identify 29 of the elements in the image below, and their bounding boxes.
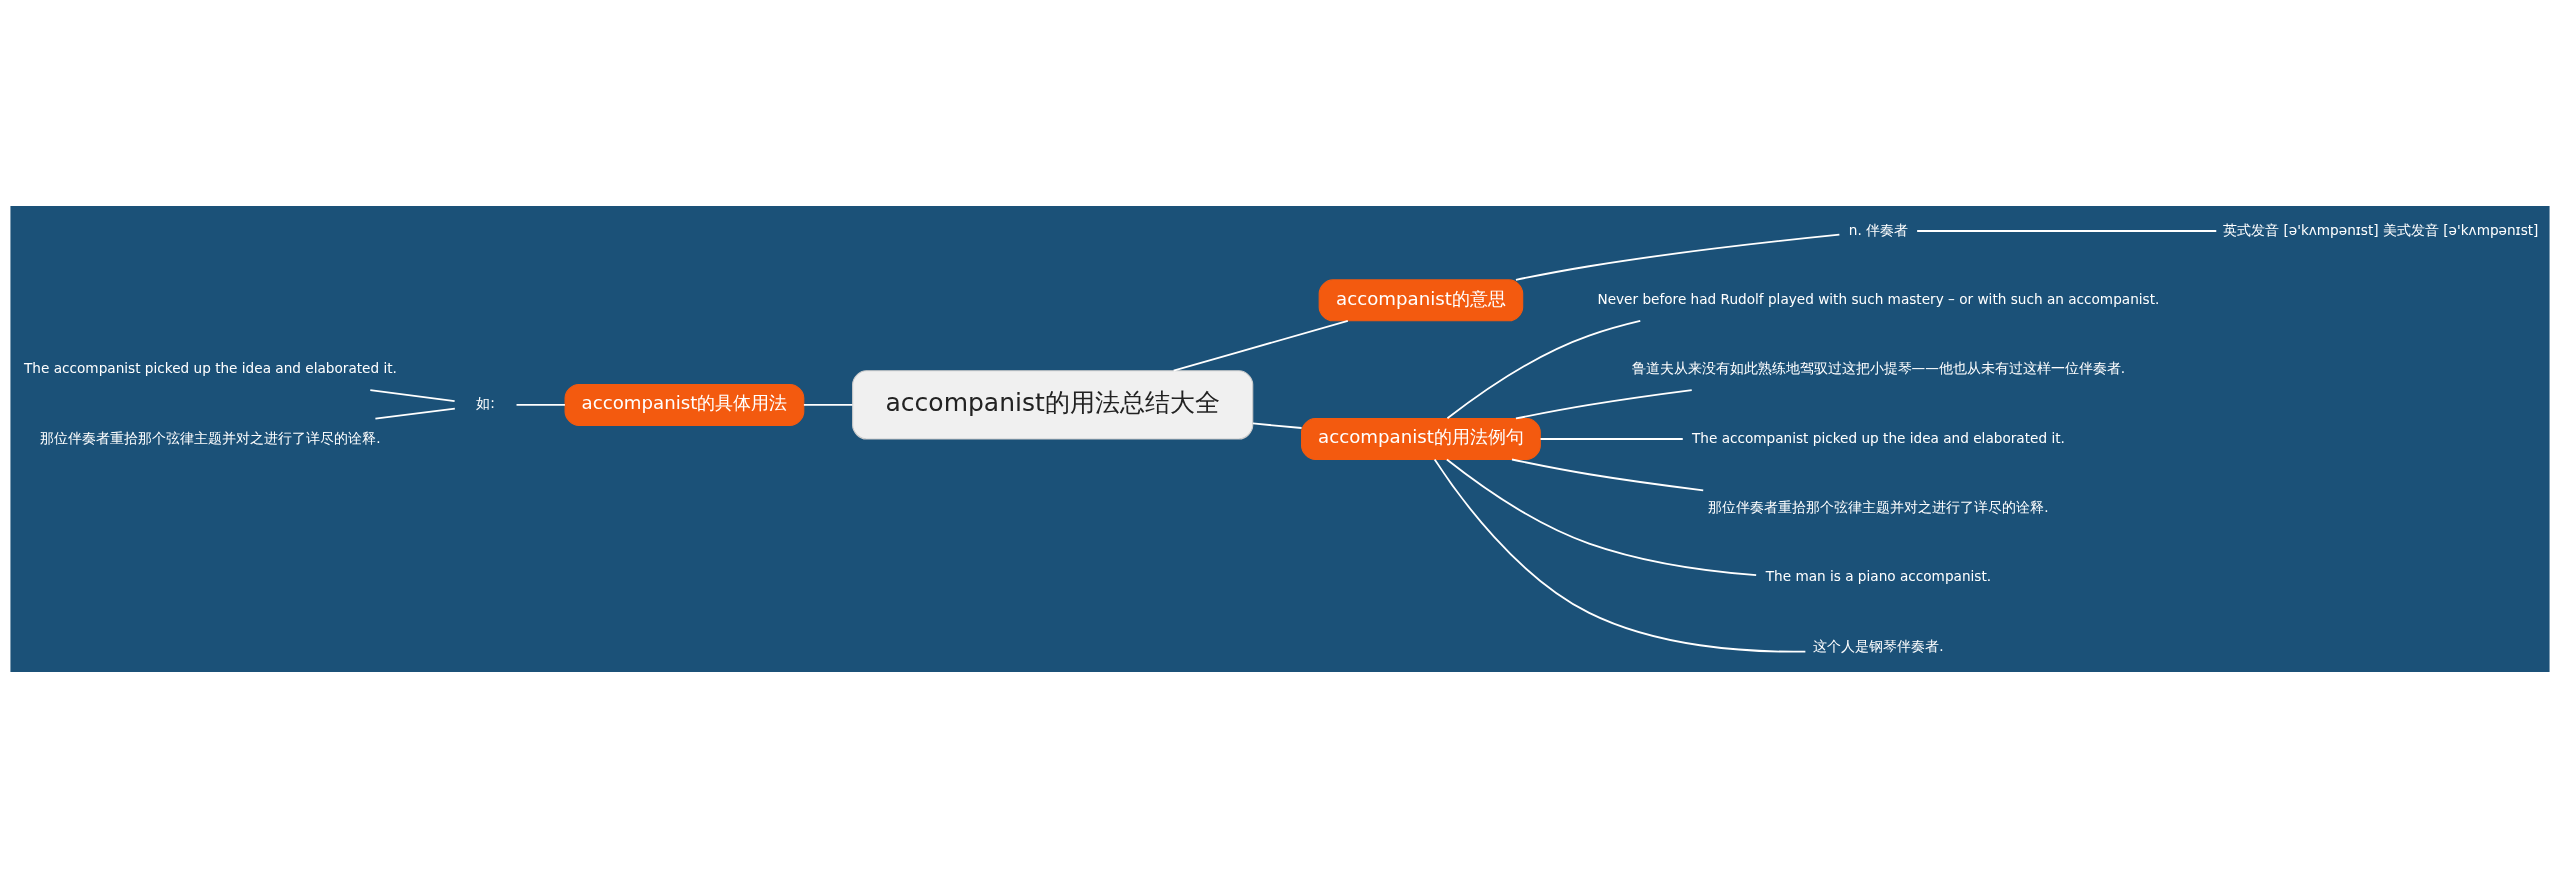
connector	[1445, 458, 1758, 576]
connector	[1916, 229, 2218, 232]
node-box: accompanist的用法总结大全	[852, 369, 1254, 440]
connector	[802, 403, 854, 406]
node-box: accompanist的具体用法	[564, 383, 805, 426]
connector	[1172, 319, 1349, 372]
node-text: The man is a piano accompanist.	[1765, 567, 1992, 584]
connector	[1251, 422, 1303, 429]
connector	[1433, 458, 1807, 653]
connector	[1515, 233, 1841, 281]
node-text: 如:	[476, 394, 495, 411]
connector	[1446, 319, 1642, 419]
node-text: 鲁道夫从来没有如此熟练地驾驭过这把小提琴——他也从未有过这样一位伴奏者.	[1631, 359, 2126, 376]
node-box: accompanist的用法例句	[1301, 417, 1541, 460]
node-text: 这个人是钢琴伴奏者.	[1813, 637, 1944, 654]
node-text: n. 伴奏者	[1848, 221, 1909, 238]
node-text: The accompanist picked up the idea and elaborated it.	[1691, 429, 2065, 446]
connector	[374, 407, 456, 419]
connector	[515, 403, 566, 406]
node-text: The accompanist picked up the idea and elaborated it.	[24, 359, 397, 376]
node-text: Never before had Rudolf played with such mastery – or with such an accompanist.	[1597, 290, 2160, 307]
connector	[1515, 388, 1693, 419]
connector	[1539, 437, 1684, 440]
node-text: 那位伴奏者重拾那个弦律主题并对之进行了详尽的诠释.	[1708, 498, 2049, 515]
connector	[369, 388, 456, 402]
node-text: 那位伴奏者重拾那个弦律主题并对之进行了详尽的诠释.	[40, 429, 381, 446]
node-box: accompanist的意思	[1318, 278, 1524, 321]
node-text: 英式发音 [ə'kʌmpənɪst] 美式发音 [ə'kʌmpənɪst]	[2223, 221, 2539, 238]
connector	[1511, 458, 1705, 491]
